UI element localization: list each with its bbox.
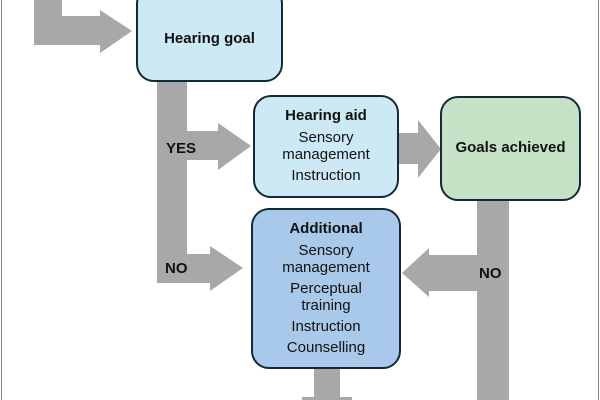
additional-item: Sensory management	[282, 241, 370, 276]
hearing-goal-node: Hearing goal	[136, 0, 283, 82]
goals-achieved-node: Goals achieved	[440, 96, 581, 201]
entry-arrow	[34, 0, 132, 53]
additional-down-arrow	[302, 368, 352, 400]
no-label-right: NO	[479, 265, 502, 282]
no-arrow-left	[157, 246, 243, 291]
additional-title: Additional	[289, 219, 363, 237]
hearing-aid-title: Hearing aid	[285, 107, 367, 124]
right-border-line	[598, 0, 599, 400]
to-goals-arrow	[398, 120, 441, 178]
additional-node: Additional Sensory management Perceptual…	[251, 208, 401, 369]
hearing-goal-stem	[157, 80, 187, 283]
hearing-aid-node: Hearing aid Sensory management Instructi…	[253, 95, 399, 198]
hearing-aid-item: Sensory management	[282, 129, 370, 163]
additional-item: Instruction	[291, 317, 361, 335]
no-arrow-right	[402, 248, 477, 297]
additional-item: Counselling	[286, 338, 366, 356]
yes-arrow	[187, 123, 251, 170]
additional-item: Perceptual training	[290, 279, 362, 314]
goals-stem	[477, 199, 509, 400]
yes-label: YES	[166, 140, 197, 157]
hearing-aid-item: Instruction	[291, 167, 361, 184]
no-label-left: NO	[165, 260, 188, 277]
left-border-line	[1, 0, 2, 400]
goals-achieved-title: Goals achieved	[455, 138, 566, 156]
hearing-goal-title: Hearing goal	[164, 30, 255, 47]
